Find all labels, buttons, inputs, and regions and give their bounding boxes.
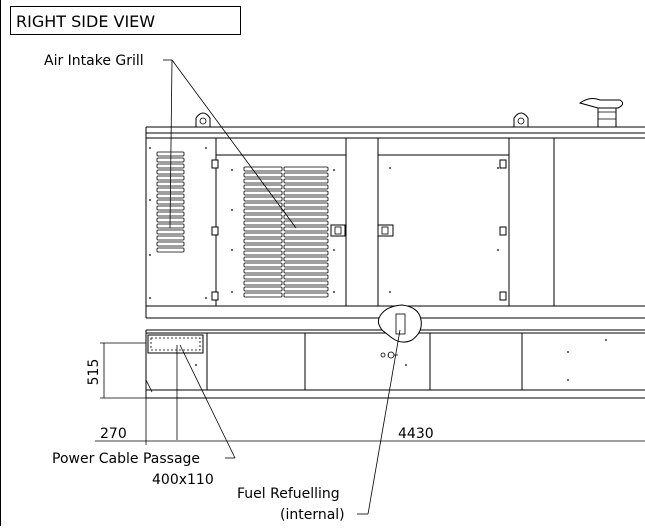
louvre-slat — [283, 166, 329, 172]
lifting-eye-icon — [195, 112, 211, 128]
title-text: RIGHT SIDE VIEW — [16, 12, 155, 31]
fuel-refuelling-note: (internal) — [280, 507, 345, 523]
louvre-slat — [243, 166, 283, 172]
air-intake-louvres-door — [243, 166, 329, 298]
dimension-height: 515 — [86, 342, 146, 399]
louvre-slat — [283, 232, 329, 238]
louvre-slat — [243, 178, 283, 184]
louvre-slat — [243, 208, 283, 214]
louvre-slat — [283, 220, 329, 226]
louvre-slat — [156, 247, 185, 253]
power-cable-passage — [147, 334, 204, 354]
dimension-length: 270 4430 — [95, 398, 645, 445]
louvre-slat — [243, 238, 283, 244]
louvre-slat — [243, 220, 283, 226]
air-intake-grill-callout: Air Intake Grill — [44, 53, 297, 229]
fuel-refuelling-callout: Fuel Refuelling (internal) — [237, 329, 401, 523]
louvre-slat — [156, 241, 185, 247]
louvre-slat — [243, 190, 283, 196]
louvre-slat — [283, 238, 329, 244]
louvre-slat — [243, 250, 283, 256]
door-handle-icon — [330, 224, 346, 237]
door-2 — [377, 138, 510, 307]
left-panel-rivets — [149, 147, 207, 299]
louvre-slat — [283, 196, 329, 202]
louvre-slat — [243, 226, 283, 232]
louvre-slat — [243, 202, 283, 208]
air-intake-grill-label: Air Intake Grill — [44, 53, 144, 69]
louvre-slat — [156, 229, 185, 235]
louvre-slat — [243, 292, 283, 298]
dimension-270-label: 270 — [100, 426, 127, 442]
lifting-eye-icon — [513, 112, 529, 128]
louvre-slat — [156, 235, 185, 241]
louvre-slat — [283, 244, 329, 250]
dimension-515-label: 515 — [86, 359, 102, 386]
louvre-slat — [243, 268, 283, 274]
louvre-slat — [243, 274, 283, 280]
louvre-slat — [283, 202, 329, 208]
canopy-body — [145, 138, 645, 319]
door-handle-icon — [377, 224, 394, 237]
louvre-slat — [283, 268, 329, 274]
louvre-slat — [283, 214, 329, 220]
power-cable-passage-label: Power Cable Passage — [52, 451, 200, 467]
louvre-slat — [243, 256, 283, 262]
louvre-slat — [283, 178, 329, 184]
louvre-slat — [283, 292, 329, 298]
door-1-rivets — [231, 169, 335, 293]
louvre-slat — [283, 226, 329, 232]
louvre-slat — [283, 190, 329, 196]
door-hinge-icon — [499, 159, 507, 301]
louvre-slat — [243, 214, 283, 220]
louvre-slat — [243, 172, 283, 178]
exhaust-cap-icon — [566, 98, 645, 128]
louvre-slat — [243, 262, 283, 268]
louvre-slat — [243, 280, 283, 286]
louvre-slat — [243, 232, 283, 238]
louvre-slat — [156, 223, 185, 229]
louvre-slat — [283, 172, 329, 178]
dimension-4430-label: 4430 — [398, 426, 434, 442]
louvre-slat — [283, 250, 329, 256]
louvre-slat — [243, 286, 283, 292]
power-cable-size-label: 400x110 — [152, 472, 214, 488]
louvre-slat — [283, 208, 329, 214]
louvre-slat — [243, 196, 283, 202]
louvre-slat — [283, 184, 329, 190]
louvre-slat — [283, 274, 329, 280]
louvre-slat — [243, 244, 283, 250]
power-cable-passage-callout: Power Cable Passage 400x110 — [52, 344, 236, 488]
louvre-slat — [283, 262, 329, 268]
door-hinge-icon — [211, 159, 219, 301]
louvre-slat — [283, 256, 329, 262]
title-box: RIGHT SIDE VIEW — [10, 6, 241, 35]
canopy-roof — [145, 126, 645, 139]
louvre-slat — [243, 184, 283, 190]
louvre-slat — [283, 286, 329, 292]
fuel-refuelling-label: Fuel Refuelling — [237, 486, 340, 502]
door-2-rivets — [389, 167, 499, 293]
louvre-slat — [283, 280, 329, 286]
fuel-cap-icon — [377, 304, 422, 359]
